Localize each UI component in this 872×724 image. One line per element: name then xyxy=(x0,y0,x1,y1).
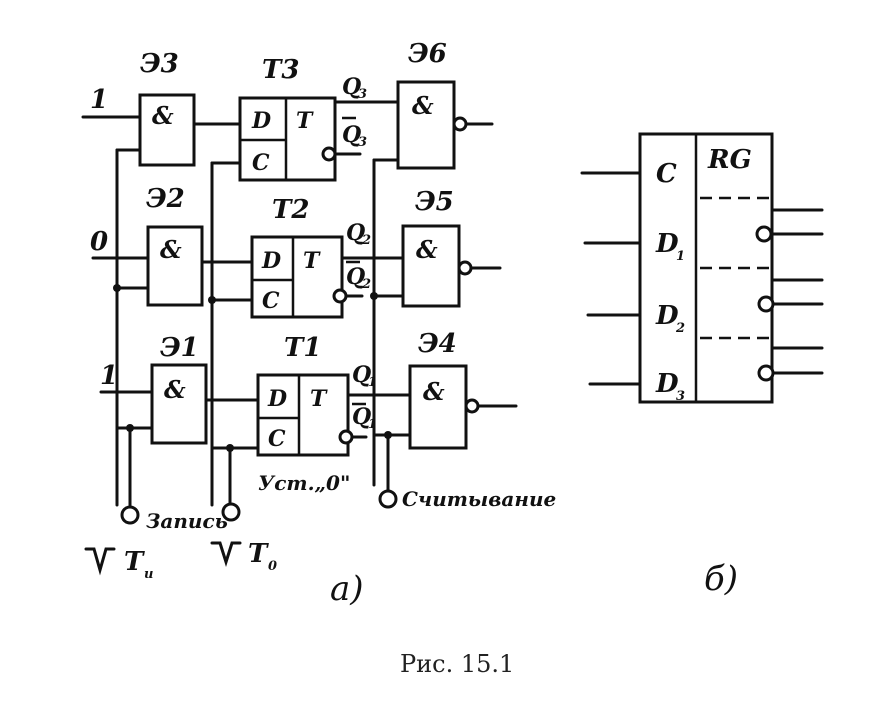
panel-label-b: б) xyxy=(704,559,738,599)
pulse-symbol-ti xyxy=(84,547,116,576)
write-terminal xyxy=(120,505,140,525)
output-label-q3: Q xyxy=(342,74,361,100)
panel-a: 1 0 1 & & & Э3 xyxy=(81,39,556,609)
and-symbol: & xyxy=(152,101,174,130)
svg-text:1: 1 xyxy=(368,417,377,432)
svg-text:2: 2 xyxy=(675,321,685,336)
input-label-bit2: 0 xyxy=(90,227,108,257)
inverted-output-bubble xyxy=(464,398,480,414)
pin-t: T xyxy=(296,108,314,134)
inverted-output-bubble xyxy=(755,225,773,243)
register-pin-c: C xyxy=(656,159,677,189)
pulse-label-ti: T xyxy=(124,547,145,577)
reset-label: Уст.„0" xyxy=(258,471,350,495)
junction-dot xyxy=(370,292,378,300)
svg-text:3: 3 xyxy=(358,87,367,102)
and-symbol: & xyxy=(164,375,186,404)
nand-gate-e6 xyxy=(396,80,456,170)
inverted-output-bubble xyxy=(452,116,468,132)
gate-label-e5: Э5 xyxy=(415,187,454,217)
and-gate-e2 xyxy=(146,225,204,307)
svg-text:2: 2 xyxy=(361,233,371,248)
output-label-q3-inverted: Q xyxy=(342,122,361,148)
pin-c: C xyxy=(252,150,270,176)
inverted-output-bubble xyxy=(338,429,354,445)
gate-label-e4: Э4 xyxy=(418,329,457,359)
svg-text:3: 3 xyxy=(676,389,685,404)
svg-text:и: и xyxy=(144,567,153,582)
pin-d: D xyxy=(251,108,271,134)
inverted-output-bubble xyxy=(321,146,337,162)
write-label: Запись xyxy=(146,509,228,533)
output-label-q2: Q xyxy=(346,220,365,246)
and-gate-e3 xyxy=(138,93,196,167)
write-bus-drop xyxy=(115,426,132,507)
panel-b: C D 1 D 2 D 3 RG б) xyxy=(580,132,824,599)
register-pin-d1: D xyxy=(655,229,679,259)
figure-caption: Рис. 15.1 xyxy=(400,650,514,678)
svg-text:0: 0 xyxy=(268,559,277,574)
pin-d: D xyxy=(261,248,281,274)
nand-gate-e5 xyxy=(401,224,461,308)
trigger-label-t1: Т1 xyxy=(284,333,321,363)
gate-label-e3: Э3 xyxy=(140,49,179,79)
read-terminal xyxy=(378,489,398,509)
svg-text:1: 1 xyxy=(676,249,685,264)
and-symbol: & xyxy=(423,377,445,406)
and-symbol: & xyxy=(160,235,182,264)
panel-label-a: а) xyxy=(330,569,364,609)
reset-bus-drop xyxy=(210,446,232,507)
pin-c: C xyxy=(268,426,286,452)
inverted-output-bubble xyxy=(332,288,348,304)
gate-label-e6: Э6 xyxy=(408,39,447,69)
svg-text:2: 2 xyxy=(361,277,371,292)
trigger-t2-body xyxy=(250,235,344,319)
gate-label-e1: Э1 xyxy=(160,333,199,363)
register-section-dividers xyxy=(700,196,772,340)
and-gate-e1 xyxy=(150,363,208,445)
and-symbol: & xyxy=(412,91,434,120)
junction-dot xyxy=(126,424,134,432)
inverted-output-bubble xyxy=(757,364,775,382)
nand-gate-e4 xyxy=(408,364,468,450)
reset-terminal xyxy=(221,502,241,522)
pin-t: T xyxy=(303,248,321,274)
register-pin-d3: D xyxy=(655,369,679,399)
trigger-t1: D T C Т1 xyxy=(256,333,354,457)
read-bus-drop xyxy=(372,433,390,492)
junction-dot xyxy=(226,444,234,452)
input-label-bit1: 1 xyxy=(100,361,118,391)
trigger-t3: D T C Т3 xyxy=(238,55,337,182)
trigger-t1-body xyxy=(256,373,350,457)
read-label: Считывание xyxy=(402,487,556,511)
trigger-label-t2: Т2 xyxy=(272,195,309,225)
junction-dot xyxy=(208,296,216,304)
pin-c: C xyxy=(262,288,280,314)
pin-t: T xyxy=(310,386,328,412)
output-label-q1-inverted: Q xyxy=(352,404,371,430)
register-label: RG xyxy=(707,145,752,175)
register-pin-d2: D xyxy=(655,301,679,331)
inverted-output-bubble xyxy=(757,295,775,313)
trigger-t2: D T C Т2 xyxy=(250,195,348,319)
junction-dot xyxy=(384,431,392,439)
gate-label-e2: Э2 xyxy=(146,184,185,214)
junction-dot xyxy=(113,284,121,292)
input-label-bit3: 1 xyxy=(90,85,108,115)
trigger-label-t3: Т3 xyxy=(262,55,299,85)
pin-d: D xyxy=(267,386,287,412)
output-label-q2-inverted: Q xyxy=(346,264,365,290)
pulse-symbol-t0 xyxy=(210,541,242,567)
pulse-label-t0: T xyxy=(248,539,269,569)
inverted-output-bubble xyxy=(457,260,473,276)
and-symbol: & xyxy=(416,235,438,264)
output-label-q1: Q xyxy=(352,362,371,388)
svg-text:3: 3 xyxy=(358,135,367,150)
svg-text:1: 1 xyxy=(368,375,377,390)
